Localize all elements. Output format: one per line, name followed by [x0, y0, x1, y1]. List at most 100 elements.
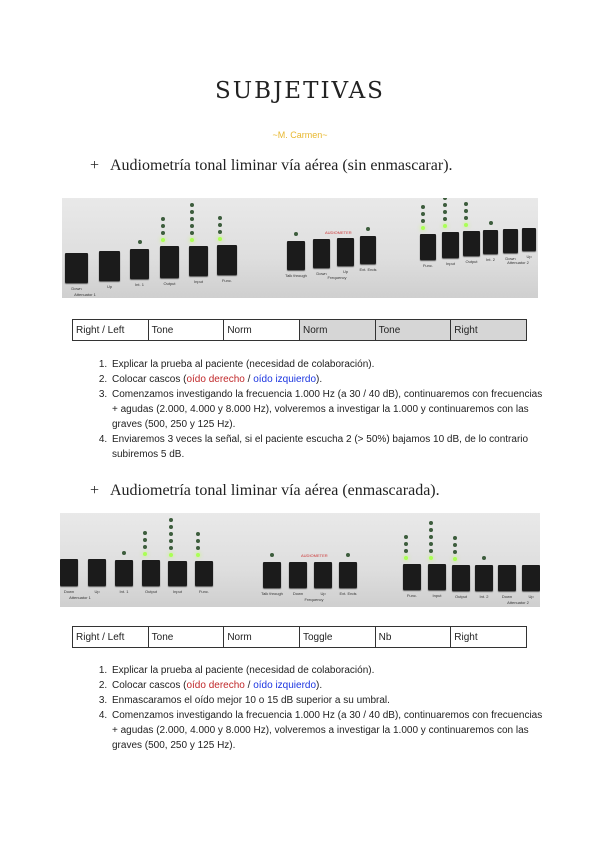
led-indicator	[429, 556, 433, 560]
button-label: Up	[342, 269, 349, 274]
button-label: Down	[505, 256, 516, 261]
audiometer-button	[522, 228, 536, 251]
audiometer-button	[420, 234, 436, 260]
step-item: Explicar la prueba al paciente (necesida…	[110, 357, 550, 372]
led-indicator	[453, 557, 457, 561]
step-item: Enviaremos 3 veces la señal, si el pacie…	[110, 432, 550, 462]
audiometer-button	[99, 251, 120, 281]
bullet-plus: +	[90, 157, 100, 174]
audiometer-button	[168, 561, 187, 586]
audiometer-button	[522, 565, 540, 591]
step-text: /	[244, 374, 254, 385]
led-indicator	[169, 553, 173, 557]
panel-group-label: Frequency	[304, 597, 324, 602]
led-indicator	[196, 532, 200, 536]
button-label: Up	[526, 254, 532, 259]
led-indicator	[190, 231, 194, 235]
led-indicator	[443, 198, 447, 200]
panel-group-label: Attenuator 1	[74, 292, 96, 297]
audiometer-button	[195, 561, 213, 586]
step-item: Enmascaramos el oído mejor 10 o 15 dB su…	[110, 693, 550, 708]
led-indicator	[421, 212, 425, 216]
button-label: Output	[465, 259, 478, 264]
button-label: Output	[144, 589, 158, 594]
table-cell: Tone	[374, 319, 452, 341]
led-indicator	[190, 203, 194, 207]
led-indicator	[404, 535, 408, 539]
heading-text: Audiometría tonal liminar vía aérea (enm…	[110, 482, 440, 499]
led-indicator	[464, 209, 468, 213]
button-label: Int. 2	[486, 257, 495, 262]
led-indicator	[122, 551, 126, 555]
table-cell: Right	[450, 626, 527, 648]
button-label: Input	[194, 279, 203, 284]
audiometer-button	[498, 565, 516, 591]
led-indicator	[429, 521, 433, 525]
led-indicator	[270, 553, 274, 557]
led-indicator	[169, 546, 173, 550]
button-label: Input	[173, 589, 182, 594]
audiometer-button	[142, 560, 160, 586]
led-indicator	[169, 518, 173, 522]
led-indicator	[169, 525, 173, 529]
page-title: SUBJETIVAS	[215, 78, 385, 104]
step-text: ).	[316, 680, 323, 691]
panel-group-label: Frequency	[327, 275, 347, 280]
step-item: Colocar cascos (oído derecho / oído izqu…	[110, 372, 550, 387]
led-indicator	[366, 227, 370, 231]
audiometer-button	[475, 565, 493, 591]
audiometer-button	[403, 564, 421, 590]
led-indicator	[429, 549, 433, 553]
button-label: Output	[454, 594, 468, 599]
button-label: Input	[432, 593, 442, 598]
led-indicator	[169, 532, 173, 536]
audiometer-button	[463, 231, 480, 256]
button-label: Func.	[198, 589, 210, 594]
led-indicator	[218, 237, 222, 241]
step-text: /	[244, 680, 254, 691]
table-cell: Nb	[374, 626, 452, 648]
led-indicator	[429, 535, 433, 539]
audiometer-button	[263, 562, 281, 588]
led-indicator	[464, 202, 468, 206]
button-label: Func.	[221, 278, 233, 283]
led-indicator	[143, 545, 147, 549]
led-indicator	[161, 224, 165, 228]
led-indicator	[161, 231, 165, 235]
panel-group-label: AUDIOMETER	[325, 230, 352, 235]
button-label: Down	[71, 286, 82, 291]
table-cell: Right / Left	[72, 626, 149, 648]
led-indicator	[404, 549, 408, 553]
led-indicator	[190, 210, 194, 214]
bullet-plus: +	[90, 482, 100, 499]
panel-group-label: AUDIOMETER	[301, 553, 328, 558]
led-indicator	[421, 205, 425, 209]
led-indicator	[169, 539, 173, 543]
led-indicator	[218, 230, 222, 234]
led-indicator	[464, 216, 468, 220]
button-label: Int. 2	[479, 594, 489, 599]
led-indicator	[421, 219, 425, 223]
button-label: Up	[320, 591, 326, 596]
led-indicator	[429, 542, 433, 546]
table-cell: Tone	[147, 319, 225, 341]
led-indicator	[453, 536, 457, 540]
button-label: Int. 1	[119, 589, 129, 594]
step-text: Colocar cascos (	[112, 680, 187, 691]
step-text: ).	[316, 374, 323, 385]
steps-list-unmasked: Explicar la prueba al paciente (necesida…	[90, 357, 550, 462]
audiometer-button	[130, 249, 149, 279]
step-text: Colocar cascos (	[112, 374, 187, 385]
button-label: Int. 1	[135, 282, 144, 287]
author: ~M. Carmen~	[272, 130, 328, 140]
audiometer-button	[217, 245, 237, 275]
audiometer-button	[428, 564, 446, 590]
led-indicator	[143, 552, 147, 556]
audiometer-button	[287, 241, 305, 270]
right-ear-text: oído derecho	[186, 680, 245, 691]
button-label: Func.	[422, 263, 434, 268]
step-item: Colocar cascos (oído derecho / oído izqu…	[110, 678, 550, 693]
led-indicator	[218, 223, 222, 227]
